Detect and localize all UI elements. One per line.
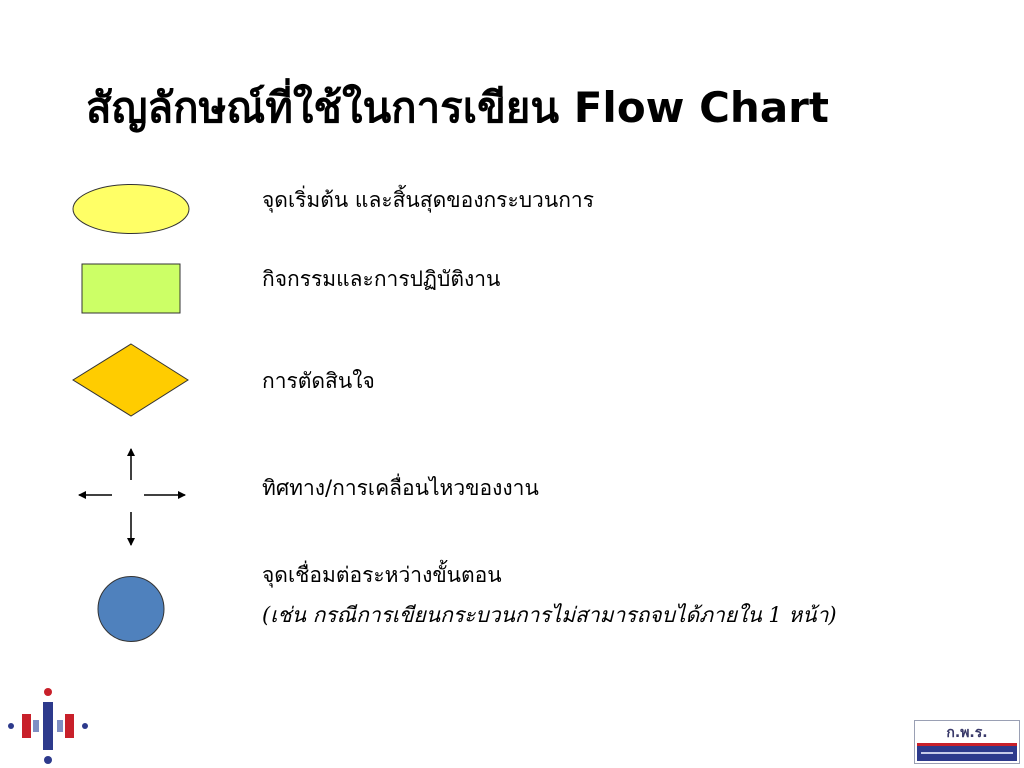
slide-title: สัญลักษณ์ที่ใช้ในการเขียน Flow Chart — [86, 83, 829, 132]
symbol-label-direction: ทิศทาง/การเคลื่อนไหวของงาน — [262, 476, 539, 500]
symbol-label-process: กิจกรรมและการปฏิบัติงาน — [262, 267, 501, 291]
organization-emblem-icon — [8, 688, 88, 764]
symbol-label-start-end: จุดเริ่มต้น และสิ้นสุดของกระบวนการ — [262, 188, 594, 212]
logo-red-bar — [917, 743, 1017, 746]
logo-caption-lines — [921, 752, 1013, 754]
diamond-icon — [72, 343, 189, 417]
ellipse-icon — [72, 184, 190, 234]
symbol-note-connector: (เช่น กรณีการเขียนกระบวนการไม่สามารถจบได… — [262, 603, 837, 627]
symbol-label-decision: การตัดสินใจ — [262, 369, 375, 393]
organization-logo-text: ก.พ.ร. — [946, 725, 988, 741]
organization-logo: ก.พ.ร. — [914, 720, 1020, 764]
rectangle-icon — [81, 263, 181, 314]
circle-icon — [97, 576, 165, 642]
symbol-label-connector: จุดเชื่อมต่อระหว่างขั้นตอน — [262, 563, 502, 587]
arrows-icon — [78, 448, 186, 546]
